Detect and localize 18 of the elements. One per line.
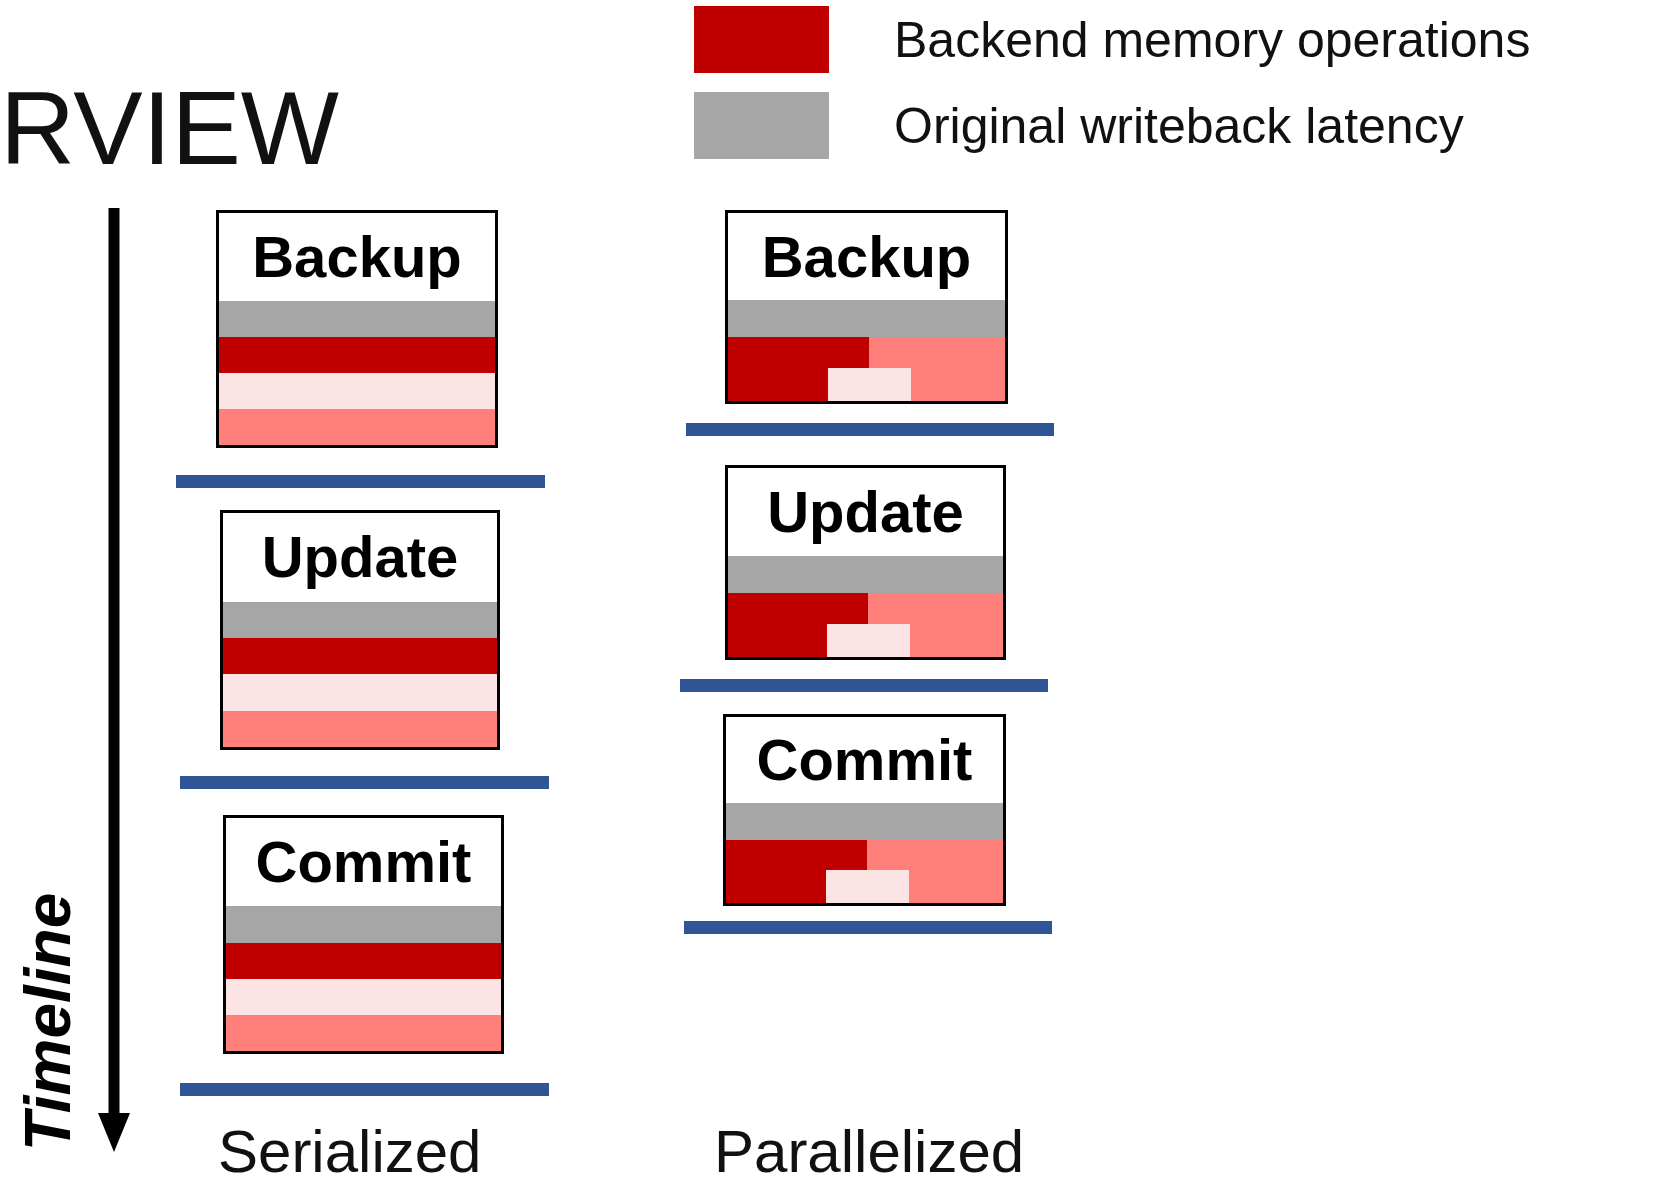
column-label: Parallelized: [714, 1122, 1025, 1182]
column-label: Serialized: [218, 1122, 482, 1182]
axis-label: Timeline: [16, 892, 80, 1152]
phase-box: [220, 510, 500, 750]
phase-box: [725, 465, 1006, 660]
phase-title: Backup: [760, 222, 973, 291]
phase-title: Update: [766, 477, 965, 546]
phase-title: Update: [260, 523, 460, 592]
phase-box: [723, 714, 1006, 906]
phase-title: Backup: [251, 223, 463, 291]
phase-title: Commit: [755, 726, 974, 795]
legend-label: Backend memory operations: [894, 10, 1531, 69]
phase-title: Commit: [254, 828, 473, 897]
phase-box: [216, 210, 498, 448]
slide-title: RVIEW: [0, 76, 339, 180]
phase-box: [223, 815, 504, 1054]
phase-box: [725, 210, 1008, 404]
legend-label: Original writeback latency: [894, 96, 1464, 155]
